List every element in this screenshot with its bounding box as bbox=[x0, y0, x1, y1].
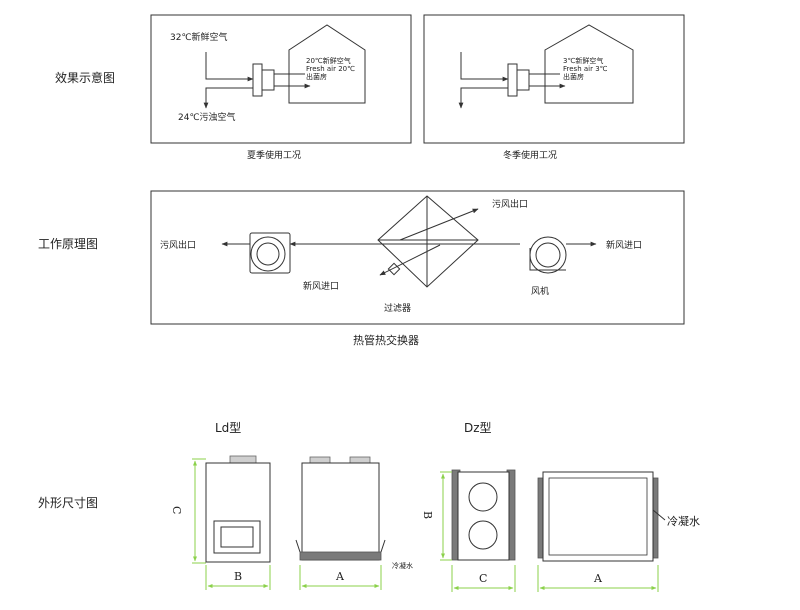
principle-panel: 污风出口 污风出口 新风进口 新风进口 风机 过滤器 bbox=[150, 190, 685, 325]
dz-side-view: A 冷凝水 bbox=[537, 471, 700, 592]
ld-dim-a: A bbox=[335, 570, 345, 583]
principle-caption: 热管热交换器 bbox=[353, 333, 419, 347]
summer-inside-line2: Fresh air 20℃ bbox=[306, 65, 355, 73]
ld-title: Ld型 bbox=[215, 421, 241, 435]
winter-caption: 冬季使用工况 bbox=[503, 149, 557, 161]
ld-dim-c: C bbox=[170, 506, 183, 514]
dz-dim-b: B bbox=[421, 511, 434, 519]
winter-inside-line3: 出菌房 bbox=[563, 72, 584, 81]
summer-outside-fresh: 32℃新鲜空气 bbox=[170, 31, 228, 43]
heat-exchanger bbox=[377, 195, 479, 288]
filter bbox=[387, 262, 401, 276]
ld-condensate: 冷凝水 bbox=[392, 561, 413, 570]
dz-condensate: 冷凝水 bbox=[667, 514, 700, 528]
ld-dim-b: B bbox=[234, 570, 242, 583]
ld-front-view: C B bbox=[170, 455, 271, 590]
summer-inside-line3: 出菌房 bbox=[306, 72, 327, 81]
label-filter: 过滤器 bbox=[384, 302, 411, 314]
dz-dim-c: C bbox=[479, 572, 487, 585]
winter-panel: 3℃新鲜空气 Fresh air 3℃ 出菌房 bbox=[423, 14, 685, 144]
label-fresh-inlet-right: 新风进口 bbox=[606, 239, 642, 251]
label-dirty-outlet-top: 污风出口 bbox=[492, 198, 528, 210]
summer-panel: 32℃新鲜空气 24℃污浊空气 20℃新鲜空气 Fresh air 20℃ 出菌… bbox=[150, 14, 412, 144]
summer-exhaust: 24℃污浊空气 bbox=[178, 111, 236, 123]
summer-inside-line1: 20℃新鲜空气 bbox=[306, 56, 351, 65]
left-fan bbox=[249, 232, 291, 274]
dz-end-view: B C bbox=[421, 469, 516, 592]
section-label-effect: 效果示意图 bbox=[55, 70, 115, 85]
label-fan: 风机 bbox=[531, 285, 549, 297]
ld-side-view: A 冷凝水 bbox=[295, 456, 413, 590]
winter-inside-line1: 3℃新鲜空气 bbox=[563, 56, 603, 65]
right-fan bbox=[529, 236, 567, 274]
label-dirty-outlet-left: 污风出口 bbox=[160, 239, 196, 251]
dz-dim-a: A bbox=[593, 572, 603, 585]
dz-title: Dz型 bbox=[464, 421, 492, 435]
section-label-dimensions: 外形尺寸图 bbox=[38, 496, 98, 510]
summer-caption: 夏季使用工况 bbox=[247, 149, 301, 161]
section-label-principle: 工作原理图 bbox=[38, 237, 98, 251]
winter-inside-line2: Fresh air 3℃ bbox=[563, 65, 608, 73]
label-fresh-inlet-bottom: 新风进口 bbox=[303, 280, 339, 292]
